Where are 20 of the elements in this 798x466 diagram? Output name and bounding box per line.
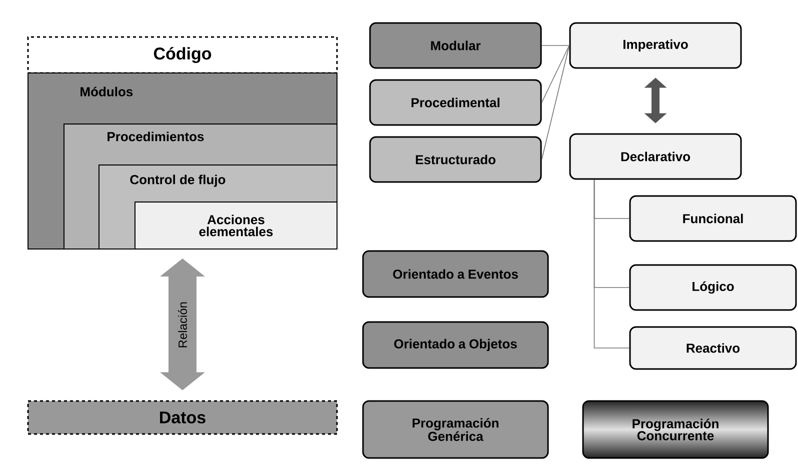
connector-line xyxy=(541,45,570,46)
layer-box: Acciones elementales xyxy=(134,202,338,250)
paradigm-box: Declarativo xyxy=(569,133,742,180)
paradigm-box: Reactivo xyxy=(629,326,797,370)
paradigm-box: Lógico xyxy=(629,264,797,311)
band-box: Código xyxy=(27,36,338,74)
paradigm-box: Procedimental xyxy=(369,79,542,126)
connector-line xyxy=(541,45,570,160)
paradigm-box: Estructurado xyxy=(369,136,542,183)
connector-line xyxy=(541,45,570,103)
edge-label: Relación xyxy=(177,300,188,350)
paradigm-box: Programación Concurrente xyxy=(582,400,769,459)
paradigm-box: Modular xyxy=(369,22,542,69)
band-box: Datos xyxy=(27,400,338,435)
paradigm-box: Orientado a Eventos xyxy=(362,250,549,298)
paradigm-box: Imperativo xyxy=(569,22,742,69)
connector-line xyxy=(594,179,630,348)
paradigm-box: Funcional xyxy=(629,195,797,242)
paradigm-box: Orientado a Objetos xyxy=(362,321,549,369)
paradigm-box: Programación Genérica xyxy=(362,400,549,459)
